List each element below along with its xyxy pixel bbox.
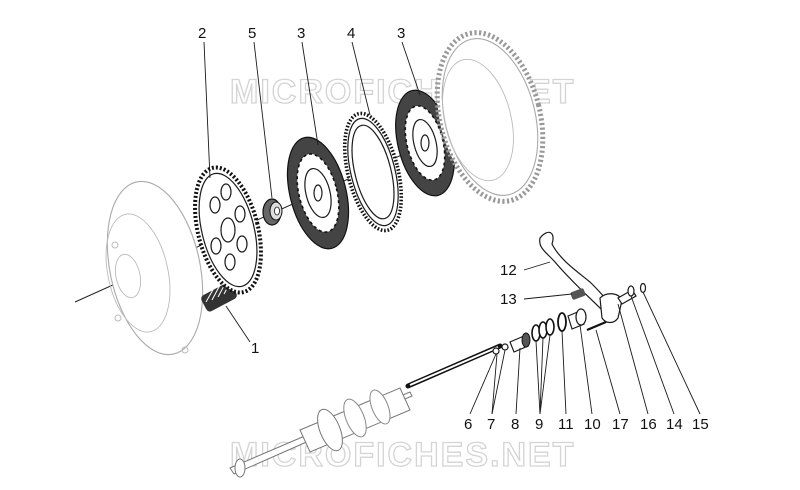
piston-part-10 bbox=[567, 308, 587, 330]
pin-part-17 bbox=[586, 320, 607, 332]
leader-1 bbox=[225, 305, 251, 343]
leader-7-a bbox=[491, 353, 498, 415]
washers-part-9 bbox=[531, 318, 555, 342]
bushing-part-8 bbox=[509, 332, 531, 353]
leader-15 bbox=[642, 291, 701, 415]
callout-14: 14 bbox=[666, 416, 683, 433]
leader-5 bbox=[253, 41, 273, 199]
callout-3-b: 3 bbox=[397, 25, 405, 42]
ring-gear bbox=[434, 30, 546, 204]
callout-16: 16 bbox=[640, 416, 657, 433]
leader-4 bbox=[351, 41, 371, 116]
leader-9-c bbox=[539, 334, 551, 415]
callout-11: 11 bbox=[558, 416, 574, 433]
leader-6 bbox=[469, 353, 497, 415]
callout-2: 2 bbox=[198, 25, 206, 42]
callout-8: 8 bbox=[511, 416, 519, 433]
callout-7: 7 bbox=[487, 416, 495, 433]
leader-7-b bbox=[491, 349, 506, 415]
leader-3-a bbox=[301, 41, 319, 146]
washer-part-14 bbox=[627, 285, 635, 297]
callout-4: 4 bbox=[347, 25, 355, 42]
balls-part-7 bbox=[492, 343, 509, 355]
leader-2 bbox=[203, 41, 211, 179]
selector-fork-part-12 bbox=[539, 231, 623, 324]
steel-plate-part-4 bbox=[342, 111, 404, 233]
callout-3-a: 3 bbox=[297, 25, 305, 42]
leader-17 bbox=[595, 329, 621, 415]
callout-10: 10 bbox=[584, 416, 601, 433]
friction-disc-part-3-a bbox=[286, 136, 350, 250]
callout-labels: 2 5 3 4 3 1 12 13 6 7 8 9 11 10 17 16 14… bbox=[198, 25, 709, 433]
leader-9-b bbox=[539, 337, 544, 415]
circlip-part-15 bbox=[639, 282, 647, 294]
leader-13 bbox=[523, 293, 573, 300]
main-shaft bbox=[229, 387, 413, 478]
callout-1: 1 bbox=[251, 340, 259, 357]
leader-12 bbox=[523, 261, 551, 271]
toothed-disc-part-2 bbox=[193, 165, 263, 295]
leader-14 bbox=[630, 295, 675, 415]
leader-lines bbox=[203, 41, 701, 415]
spring-part-13 bbox=[570, 288, 586, 300]
flywheel-housing bbox=[105, 180, 204, 356]
hub-part-5 bbox=[262, 198, 283, 226]
push-rod-part-6 bbox=[405, 343, 503, 389]
callout-5: 5 bbox=[248, 25, 256, 42]
callout-17: 17 bbox=[612, 416, 629, 433]
leader-16 bbox=[617, 303, 649, 415]
watermark-bottom: MICROFICHES.NET bbox=[230, 436, 575, 474]
leader-3-b bbox=[401, 41, 421, 96]
leader-8 bbox=[515, 347, 521, 415]
callout-12: 12 bbox=[500, 262, 517, 279]
callout-13: 13 bbox=[500, 291, 517, 308]
leader-9-a bbox=[535, 340, 541, 415]
callout-9: 9 bbox=[535, 416, 543, 433]
leader-11 bbox=[561, 330, 567, 415]
callout-15: 15 bbox=[692, 416, 709, 433]
ring-part-11 bbox=[557, 312, 567, 332]
leader-10 bbox=[579, 324, 593, 415]
callout-6: 6 bbox=[464, 416, 472, 433]
